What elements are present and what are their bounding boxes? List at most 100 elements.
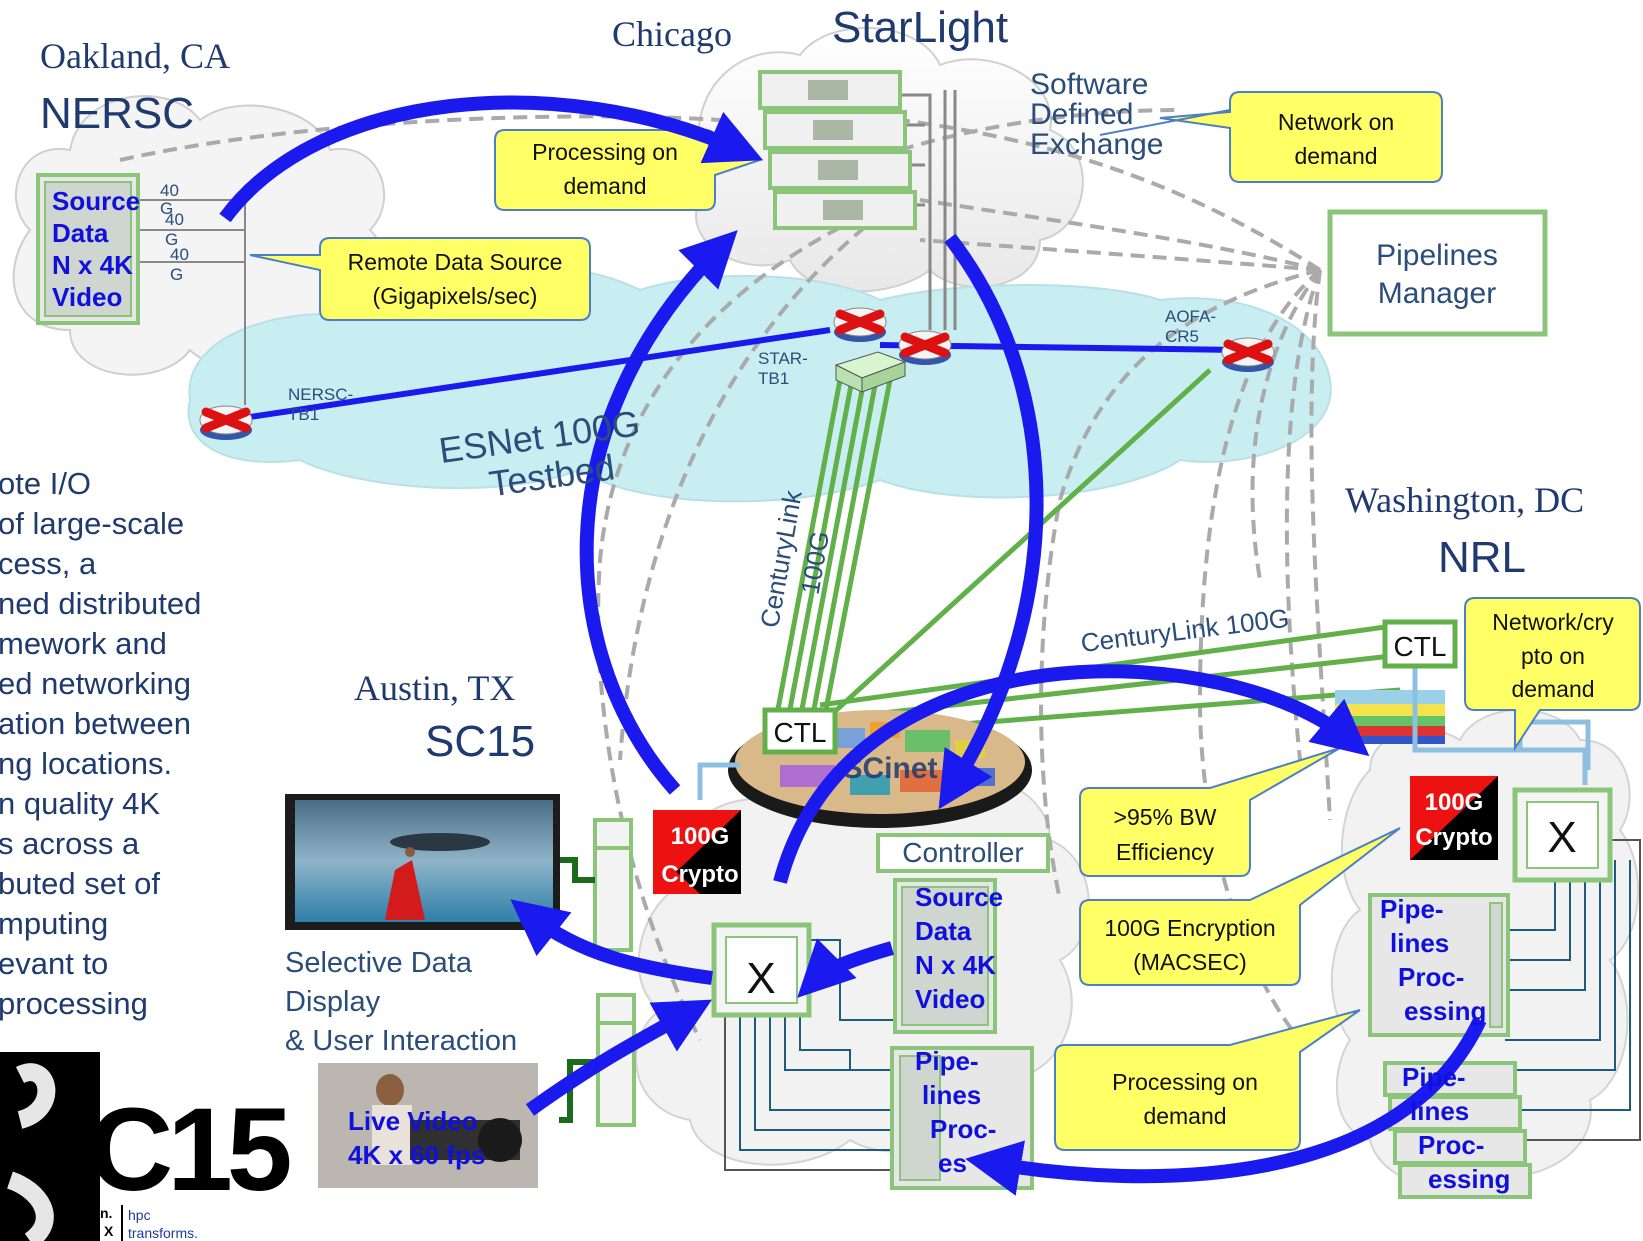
source-data-nersc-4: Video bbox=[52, 282, 122, 312]
callout-encryption bbox=[1079, 827, 1401, 986]
centurylink-vertical-2: 100G bbox=[795, 529, 836, 597]
callout-processing-chicago-1: Processing on bbox=[532, 139, 678, 165]
pipelines-nrl-bottom-4: essing bbox=[1428, 1164, 1510, 1194]
sc15-crypto-box bbox=[653, 810, 741, 894]
starlight-server-blades bbox=[808, 80, 863, 220]
callout-network-on-demand-2: demand bbox=[1294, 143, 1377, 169]
star-router-icon bbox=[833, 307, 887, 342]
source-data-nersc-1: Source bbox=[52, 186, 140, 216]
ctl-label-sc15: CTL bbox=[774, 717, 827, 748]
sc15-switch-links bbox=[724, 939, 900, 1171]
sdx-label-1: Software bbox=[1030, 68, 1148, 101]
source-data-sc15-3: N x 4K bbox=[915, 950, 996, 980]
star-router-label-1: STAR- bbox=[758, 349, 808, 368]
washington-city: Washington, DC bbox=[1345, 480, 1584, 520]
link-40g-3a: 40 bbox=[170, 245, 189, 264]
source-data-nersc-3: N x 4K bbox=[52, 250, 133, 280]
nrl-title: NRL bbox=[1438, 533, 1526, 582]
sc15-title: SC15 bbox=[425, 717, 535, 766]
nersc-title: NERSC bbox=[40, 89, 194, 138]
left-text-3: ned distributed bbox=[0, 586, 201, 621]
live-video-photo bbox=[318, 1063, 538, 1188]
left-text-1: of large-scale bbox=[0, 506, 184, 541]
link-40g-2a: 40 bbox=[165, 210, 184, 229]
controller-box bbox=[876, 833, 1050, 873]
callout-encryption-2: (MACSEC) bbox=[1133, 949, 1247, 975]
callout-bw-efficiency bbox=[1079, 747, 1341, 877]
callout-network-crypto-3: demand bbox=[1511, 676, 1594, 702]
sc15-logo-text: C15 bbox=[88, 1084, 290, 1216]
sc15-source-rack bbox=[893, 878, 997, 1034]
nrl-pipelines-rack-top bbox=[1368, 893, 1510, 1037]
aofa-router-label-1: AOFA- bbox=[1165, 307, 1216, 326]
pipelines-nrl-top-2: lines bbox=[1390, 928, 1449, 958]
pipelines-sc15-2: lines bbox=[922, 1080, 981, 1110]
left-text-0: ote I/O bbox=[0, 466, 91, 501]
sc15-logo-small-2: X bbox=[104, 1223, 114, 1239]
pipelines-nrl-bottom-2: lines bbox=[1410, 1096, 1469, 1126]
callout-network-crypto-1: Network/cry bbox=[1492, 609, 1614, 635]
ctl-box-nrl bbox=[1382, 619, 1458, 669]
sc15-crypto-label-2: Crypto bbox=[661, 861, 738, 888]
display-caption-2: Display bbox=[285, 986, 381, 1018]
star-router-2-icon bbox=[898, 330, 952, 365]
pipelines-nrl-bottom-1: Pipe- bbox=[1402, 1062, 1466, 1092]
oakland-city: Oakland, CA bbox=[40, 36, 230, 76]
pipelines-nrl-top-1: Pipe- bbox=[1380, 894, 1444, 924]
sc15-logo-small-4: transforms. bbox=[128, 1225, 198, 1241]
left-text-8: n quality 4K bbox=[0, 786, 160, 821]
left-text-11: mputing bbox=[0, 906, 108, 941]
sc15-logo bbox=[0, 1052, 100, 1241]
left-description: ote I/O of large-scale cess, a ned distr… bbox=[0, 466, 201, 1021]
live-video-2: 4K x 60 fps bbox=[348, 1140, 485, 1170]
sc15-side-rack bbox=[593, 818, 636, 1127]
pipelines-sc15-1: Pipe- bbox=[915, 1046, 979, 1076]
ctl-box-sc15 bbox=[762, 707, 838, 755]
left-text-4: mework and bbox=[0, 626, 167, 661]
callout-processing-dc-2: demand bbox=[1143, 1103, 1226, 1129]
callout-processing-dc-1: Processing on bbox=[1112, 1069, 1258, 1095]
callout-remote-data-source bbox=[249, 237, 591, 321]
sc15-logo-small-1: n. bbox=[100, 1205, 112, 1221]
nersc-router-icon bbox=[199, 405, 253, 440]
nersc-router-label-2: TB1 bbox=[288, 405, 319, 424]
live-video-1: Live Video bbox=[348, 1106, 478, 1136]
nersc-links bbox=[140, 185, 246, 405]
sdx-pointer bbox=[1099, 109, 1231, 136]
callout-network-on-demand bbox=[1159, 91, 1443, 183]
link-40g-3b: G bbox=[170, 265, 183, 284]
flow-arrows bbox=[219, 95, 1487, 1196]
callout-processing-dc bbox=[1054, 1009, 1361, 1151]
nrl-pipeline-links bbox=[1490, 839, 1641, 1141]
nrl-crypto-label-2: Crypto bbox=[1415, 824, 1492, 851]
nersc-source-rack bbox=[36, 173, 140, 325]
centurylink-horizontal-label: CenturyLink 100G bbox=[1079, 603, 1291, 658]
callout-bw-efficiency-2: Efficiency bbox=[1116, 839, 1215, 865]
left-text-2: cess, a bbox=[0, 546, 97, 581]
nrl-switch-label: X bbox=[1547, 813, 1576, 862]
source-data-sc15-4: Video bbox=[915, 984, 985, 1014]
austin-city: Austin, TX bbox=[354, 668, 515, 708]
callout-remote-data-source-2: (Gigapixels/sec) bbox=[373, 283, 538, 309]
nrl-crypto-box bbox=[1410, 776, 1498, 860]
aofa-router-label-2: CR5 bbox=[1165, 327, 1199, 346]
sc15-crypto-label-1: 100G bbox=[671, 823, 730, 850]
starlight-uplinks bbox=[900, 90, 957, 330]
sc15-logo-small-3: hpc bbox=[128, 1207, 151, 1223]
pipelines-manager-label-2: Manager bbox=[1378, 277, 1496, 310]
callout-network-crypto-2: pto on bbox=[1521, 643, 1585, 669]
left-text-9: s across a bbox=[0, 826, 140, 861]
source-data-sc15-1: Source bbox=[915, 882, 1003, 912]
centurylink-horizontal: CenturyLink 100G bbox=[1079, 603, 1291, 658]
link-40g-1a: 40 bbox=[160, 181, 179, 200]
left-text-13: processing bbox=[0, 986, 148, 1021]
link-40g-1b: G bbox=[160, 199, 173, 218]
display-photo bbox=[285, 794, 560, 930]
chicago-city: Chicago bbox=[612, 14, 732, 54]
source-data-sc15-2: Data bbox=[915, 916, 972, 946]
sc15-crypto-links bbox=[697, 762, 740, 800]
pipelines-nrl-top-4: essing bbox=[1404, 996, 1486, 1026]
ctl-label-nrl: CTL bbox=[1394, 631, 1447, 662]
left-text-5: ed networking bbox=[0, 666, 191, 701]
callout-encryption-1: 100G Encryption bbox=[1104, 915, 1275, 941]
